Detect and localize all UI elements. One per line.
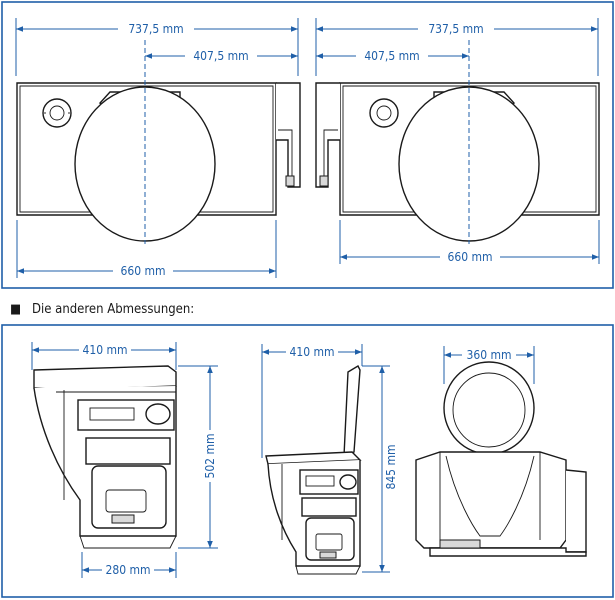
- cassette-spout: [319, 551, 337, 559]
- pipe-connector: [319, 175, 329, 187]
- base-width-label: 660 mm: [120, 264, 165, 278]
- toilet-body-front: [415, 451, 567, 549]
- section-heading-text: Die anderen Abmessungen:: [32, 302, 194, 317]
- cassette-upper: [85, 437, 171, 465]
- cassette-handle: [315, 533, 343, 551]
- flush-tank-outline: [276, 82, 301, 188]
- pipe-line: [278, 129, 293, 186]
- label-backdrop: [113, 262, 173, 278]
- top-panel-frame: [1, 1, 614, 289]
- bottom-panel: 410 mm 502 mm 280 mm: [1, 324, 614, 598]
- bullet: ■: [10, 302, 21, 317]
- label-backdrop: [418, 20, 494, 36]
- seat-lid-open: [343, 365, 361, 458]
- top-view-left: 737,5 mm 407,5 mm: [15, 18, 301, 278]
- flush-knob: [145, 403, 171, 425]
- rotary-knob-inner: [49, 105, 65, 121]
- overall-width-label: 737,5 mm: [428, 22, 483, 36]
- top-panel: 737,5 mm 407,5 mm: [1, 1, 614, 289]
- pipe-connector: [285, 175, 295, 187]
- top-width-label: 410 mm: [82, 343, 127, 357]
- base-foot: [295, 565, 361, 575]
- side-view-closed: 410 mm 502 mm 280 mm: [31, 342, 218, 578]
- base-foot: [79, 535, 177, 549]
- base-rail: [439, 539, 481, 549]
- bottom-panel-frame: [1, 324, 614, 598]
- label-backdrop: [462, 347, 516, 362]
- label-backdrop: [102, 562, 154, 577]
- height-label: 502 mm: [203, 433, 217, 478]
- label-backdrop: [383, 440, 399, 494]
- tank-label-area: [89, 407, 135, 421]
- flush-tank-outline: [565, 469, 587, 553]
- cassette-spout: [111, 514, 135, 524]
- seat-width-label: 360 mm: [466, 348, 511, 362]
- cassette-handle: [105, 489, 147, 513]
- side-view-open: 410 mm 845 mm: [261, 344, 399, 575]
- section-heading: ■ Die anderen Abmessungen:: [10, 302, 194, 317]
- label-backdrop: [440, 248, 500, 264]
- cassette-upper: [301, 497, 357, 517]
- pipe-line: [323, 129, 338, 186]
- center-offset-label: 407,5 mm: [193, 49, 248, 63]
- top-width-label: 410 mm: [289, 345, 334, 359]
- bowl-contour: [445, 455, 535, 537]
- rotary-knob-inner: [376, 105, 392, 121]
- rotary-knob: [369, 98, 399, 128]
- label-backdrop: [202, 430, 218, 482]
- label-backdrop: [185, 47, 257, 63]
- bottom-width-label: 280 mm: [105, 563, 150, 577]
- toilet-base-inner: [19, 85, 274, 213]
- flush-tank-outline: [315, 82, 340, 188]
- overall-width-label: 737,5 mm: [128, 22, 183, 36]
- toilet-base-inner: [342, 85, 597, 213]
- cassette-body: [91, 465, 167, 529]
- top-view-right: 737,5 mm 407,5 mm 660 mm: [315, 18, 600, 264]
- seat-lid-open: [443, 361, 535, 455]
- front-view: 360 mm: [415, 346, 587, 557]
- label-backdrop: [356, 47, 428, 63]
- label-backdrop: [118, 20, 194, 36]
- rotary-knob: [42, 98, 72, 128]
- base-width-label: 660 mm: [447, 250, 492, 264]
- center-offset-label: 407,5 mm: [364, 49, 419, 63]
- label-backdrop: [79, 342, 131, 357]
- base-plate: [429, 547, 587, 557]
- label-backdrop: [286, 344, 338, 359]
- height-label: 845 mm: [384, 444, 398, 489]
- flush-knob: [339, 474, 357, 490]
- seat-lid-inner: [452, 372, 526, 448]
- tank-label-area: [305, 475, 335, 487]
